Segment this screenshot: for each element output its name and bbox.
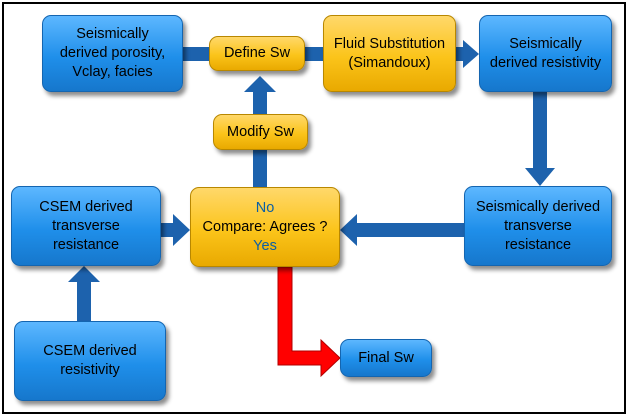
modify-sw-box: Modify Sw (213, 114, 308, 150)
compare-yes-label: Yes (253, 237, 277, 254)
porosity-line-1: Seismically (76, 26, 149, 42)
arrow-compare-to-modify (253, 150, 267, 188)
compare-question: Compare: Agrees ? (202, 218, 328, 235)
csem-transverse-line-1: CSEM derived (39, 198, 133, 215)
arrow-resistivity-down (525, 92, 555, 186)
fluid-sub-line-2: (Simandoux) (348, 54, 431, 71)
define-sw-label: Define Sw (223, 45, 291, 61)
compare-no-label: No (255, 199, 275, 216)
fluid-sub-line-1: Fluid Substitution (333, 35, 446, 52)
porosity-line-2: derived porosity, (59, 45, 166, 61)
arrow-define-to-fluid (305, 47, 324, 61)
modify-sw-label: Modify Sw (227, 123, 294, 140)
arrow-modify-to-define (244, 76, 276, 115)
final-sw-box: Final Sw (340, 339, 432, 377)
seis-transverse-line-1: Seismically derived (475, 198, 601, 215)
csem-transverse-line-2: transverse (52, 217, 120, 234)
csem-resistivity-line-1: CSEM derived (43, 343, 137, 359)
seismic-porosity-box: Seismically derived porosity, Vclay, fac… (42, 15, 183, 92)
arrow-seis-transverse-to-compare (340, 214, 464, 246)
seismic-transverse-box: Seismically derived transverse resistanc… (464, 186, 612, 266)
csem-transverse-box: CSEM derived transverse resistance (11, 186, 161, 266)
seis-resistivity-line-2: derived resistivity (489, 54, 602, 71)
porosity-line-3: Vclay, facies (72, 64, 153, 80)
arrow-compare-to-final (277, 266, 341, 378)
seis-resistivity-line-1: Seismically (509, 35, 582, 52)
csem-resistivity-box: CSEM derived resistivity (14, 321, 166, 401)
seismic-resistivity-box: Seismically derived resistivity (479, 15, 612, 92)
csem-resistivity-line-2: resistivity (60, 362, 120, 378)
fluid-substitution-box: Fluid Substitution (Simandoux) (323, 15, 456, 92)
arrow-csem-up (68, 266, 100, 322)
arrow-csem-transverse-to-compare (161, 214, 190, 246)
arrow-porosity-to-define (183, 47, 210, 61)
final-sw-label: Final Sw (358, 349, 414, 366)
compare-box: No Compare: Agrees ? Yes (190, 187, 340, 267)
define-sw-box: Define Sw (209, 36, 305, 71)
seis-transverse-line-2: transverse (504, 217, 572, 234)
csem-transverse-line-3: resistance (52, 236, 120, 253)
seis-transverse-line-3: resistance (504, 236, 572, 253)
arrow-fluid-to-resistivity (455, 40, 479, 68)
